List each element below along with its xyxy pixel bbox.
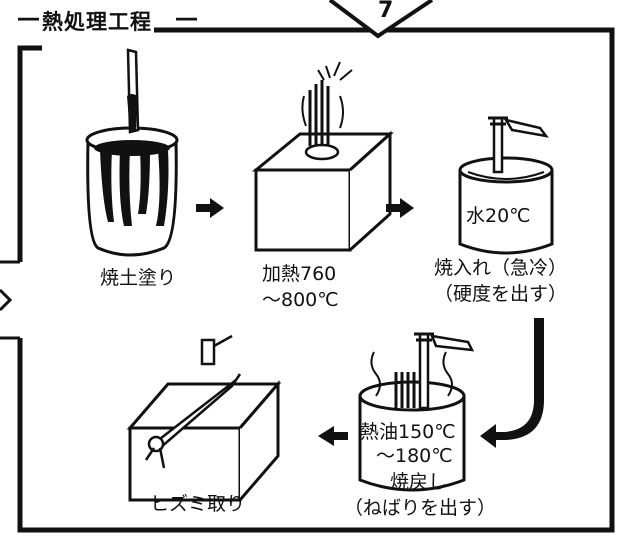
title-dash-left: ―	[18, 6, 39, 30]
oil-temperature-label-line2: ～180℃	[376, 445, 453, 467]
section-title: 熱処理工程	[40, 6, 154, 36]
frame	[17, 27, 615, 533]
step-number: 7	[378, 0, 394, 23]
arrow-3	[480, 318, 544, 448]
clay-beaker-illustration	[85, 48, 179, 257]
quench-bucket-illustration	[458, 116, 554, 255]
step-label-clay-coating: 焼土塗り	[100, 267, 177, 289]
step-label-tempering-line1: 焼戻し	[390, 471, 448, 493]
step-label-straightening: ヒズミ取り	[150, 493, 246, 515]
heating-block-illustration	[251, 61, 394, 252]
oil-temperature-label-line1: 熱油150℃	[360, 421, 456, 443]
tempering-oil-illustration	[358, 332, 475, 492]
water-temperature-label: 水20℃	[466, 205, 531, 227]
step-label-tempering-line2: （ねばりを出す）	[344, 497, 497, 519]
arrow-4	[318, 426, 348, 446]
step-label-heating-line1: 加熱760	[262, 263, 337, 285]
step-label-heating-line2: ～800℃	[262, 289, 339, 311]
title-dash-right: ―	[176, 6, 197, 30]
arrow-2	[386, 198, 414, 218]
step-chevron	[328, 0, 434, 39]
straightening-illustration	[126, 334, 282, 502]
left-connector	[0, 260, 20, 340]
arrow-1	[196, 198, 224, 218]
step-label-quench-line1: 焼入れ（急冷）	[434, 257, 568, 279]
step-label-quench-line2: （硬度を出す）	[434, 283, 568, 305]
